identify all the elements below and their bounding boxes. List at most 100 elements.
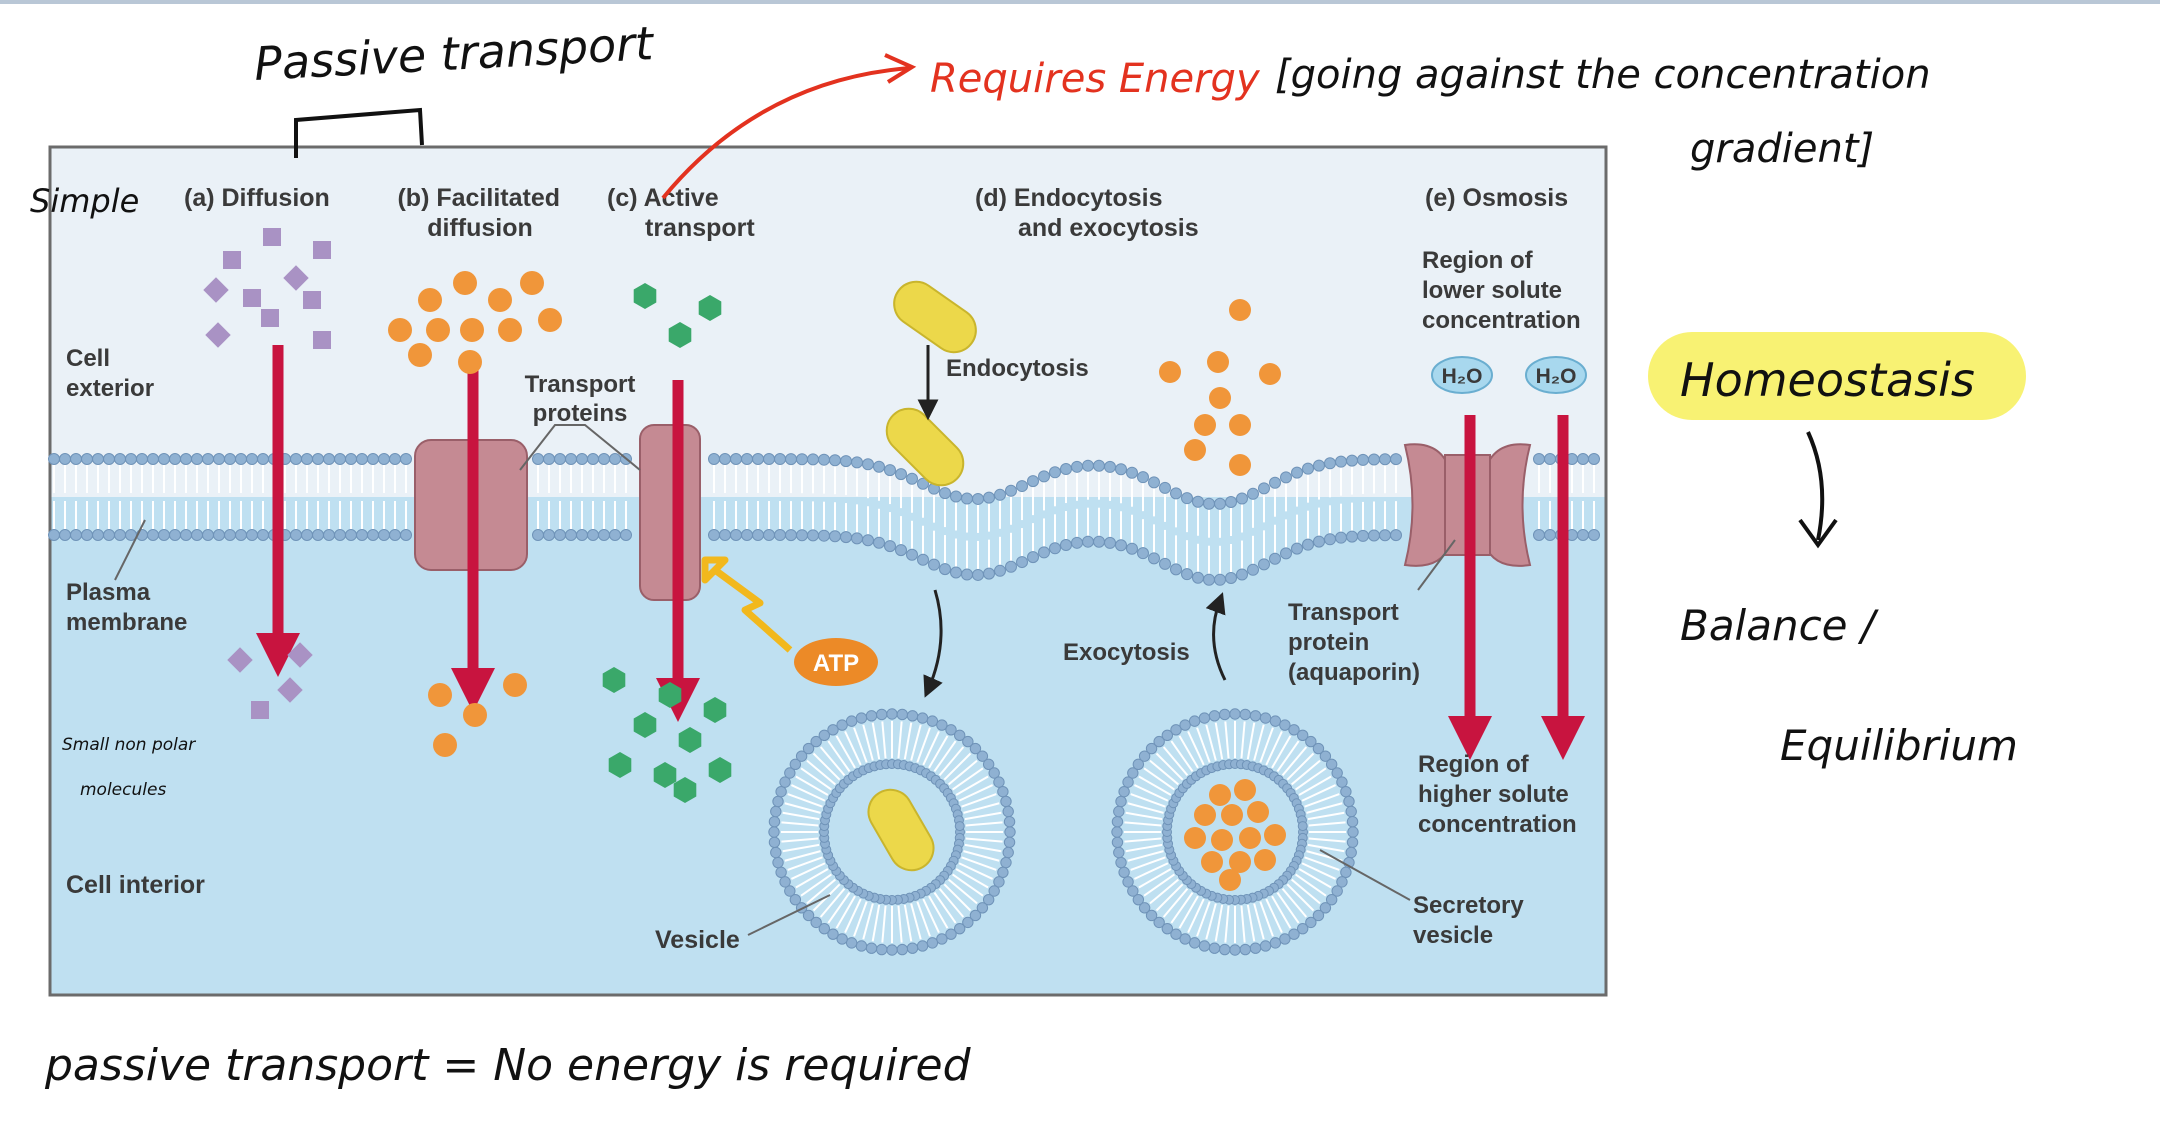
phospholipid-head	[784, 885, 796, 897]
small-nonpolar-note: Small non polar	[62, 735, 196, 755]
lipid-tail	[819, 746, 846, 776]
phospholipid-head	[994, 488, 1006, 501]
lipid-tail	[871, 722, 881, 760]
phospholipid-head	[1544, 529, 1556, 541]
secretory-cargo-molecule	[1219, 869, 1241, 891]
phospholipid-head	[1111, 826, 1123, 838]
plasma-membrane-leader	[114, 519, 146, 581]
lipid-tail	[1301, 784, 1337, 802]
active-molecule	[608, 752, 632, 778]
phospholipid-head	[789, 758, 802, 771]
molecules-note: molecules	[80, 780, 166, 800]
phospholipid-head	[962, 735, 974, 748]
endocytosis-cargo	[867, 280, 977, 872]
exocytosis-molecule	[1259, 363, 1281, 385]
phospholipid-head	[1219, 943, 1231, 956]
phospholipid-head	[775, 785, 787, 798]
phospholipid-head	[884, 540, 896, 553]
phospholipid-head	[70, 529, 82, 541]
process-arrows	[917, 345, 1227, 698]
lipid-tail	[1265, 898, 1283, 934]
phospholipid-head	[1148, 552, 1160, 565]
lipid-tail	[1253, 903, 1265, 940]
lipid-tail	[963, 850, 1000, 862]
lipid-tail	[1196, 727, 1211, 763]
lipid-tail	[965, 821, 1003, 827]
phospholipid-head	[1312, 909, 1325, 922]
phospholipid-head	[884, 464, 896, 477]
lipid-tail	[881, 905, 887, 943]
lipid-tail	[1149, 759, 1179, 786]
phospholipid-head	[1038, 546, 1050, 559]
phospholipid-head	[752, 529, 764, 542]
phospholipid-head	[873, 460, 885, 473]
phospholipid-head	[939, 563, 951, 576]
phospholipid-head	[1291, 542, 1303, 555]
lipid-tail	[800, 767, 832, 791]
phospholipid-head	[997, 785, 1009, 798]
phospholipid-head	[1302, 538, 1314, 551]
phospholipid-head	[191, 453, 203, 465]
phospholipid-head	[741, 529, 753, 542]
atp-molecule	[794, 638, 878, 686]
facilitated-molecule	[460, 318, 484, 342]
phospholipid-head	[356, 529, 368, 541]
going-against-note: [going against the concentration	[1275, 52, 1931, 98]
phospholipid-head	[997, 866, 1009, 879]
lipid-tail	[922, 898, 940, 934]
lipid-tail	[1149, 878, 1179, 905]
phospholipid-head	[1005, 484, 1017, 497]
phospholipid-head	[378, 529, 390, 541]
phospholipid-head	[1239, 708, 1251, 721]
lipid-tail	[1162, 746, 1189, 776]
phospholipid-head	[1137, 547, 1149, 560]
phospholipid-head	[1203, 573, 1215, 586]
secretory-vesicle	[1111, 708, 1359, 956]
phospholipid-head	[1225, 571, 1237, 584]
lipid-tail	[1276, 740, 1300, 772]
phospholipid-head	[906, 942, 919, 954]
secretory-cargo-molecule	[1209, 784, 1231, 806]
lipid-tail	[806, 759, 836, 786]
lipid-tail	[1138, 868, 1172, 889]
active-molecule	[633, 283, 657, 309]
phospholipid-head	[1113, 846, 1125, 859]
lipid-tail	[1295, 767, 1327, 791]
phospholipid-head	[290, 453, 302, 465]
lipid-tail	[1127, 850, 1164, 862]
phospholipid-head	[1269, 715, 1282, 727]
lipid-tail	[1127, 802, 1164, 814]
handwritten-annotations: Passive transport Simple Requires Energy…	[30, 16, 2026, 1091]
phospholipid-head	[81, 529, 93, 541]
phospholipid-head	[1111, 836, 1124, 848]
phospholipid-head	[334, 529, 346, 541]
phospholipid-head	[400, 529, 412, 541]
lipid-tail	[1291, 878, 1321, 905]
phospholipid-head	[1280, 471, 1292, 484]
secretory-cargo-molecule	[1247, 801, 1269, 823]
lipid-tail	[1308, 837, 1346, 843]
phospholipid-head	[802, 909, 815, 922]
lipid-tail	[961, 856, 997, 871]
lipid-tail	[835, 735, 856, 769]
facilitated-molecule	[408, 343, 432, 367]
phospholipid-head	[1093, 459, 1105, 472]
phospholipid-head	[818, 453, 830, 466]
phospholipid-head	[125, 453, 137, 465]
phospholipid-head	[1122, 876, 1134, 888]
phospholipid-head	[976, 750, 989, 762]
phospholipid-head	[886, 708, 898, 720]
phospholipid-head	[779, 776, 791, 788]
phospholipid-head	[1118, 866, 1130, 879]
phospholipid-head	[1239, 943, 1251, 956]
transport-arrows	[256, 345, 1585, 760]
homeostasis-note: Homeostasis	[1680, 353, 1975, 407]
phospholipid-head	[1111, 816, 1124, 828]
phospholipid-head	[1214, 497, 1226, 510]
facilitated-molecule	[426, 318, 450, 342]
lipid-tail	[800, 873, 832, 897]
diffusion-molecule	[251, 701, 269, 719]
phospholipid-head	[1296, 922, 1309, 935]
lipid-tail	[1265, 730, 1283, 766]
